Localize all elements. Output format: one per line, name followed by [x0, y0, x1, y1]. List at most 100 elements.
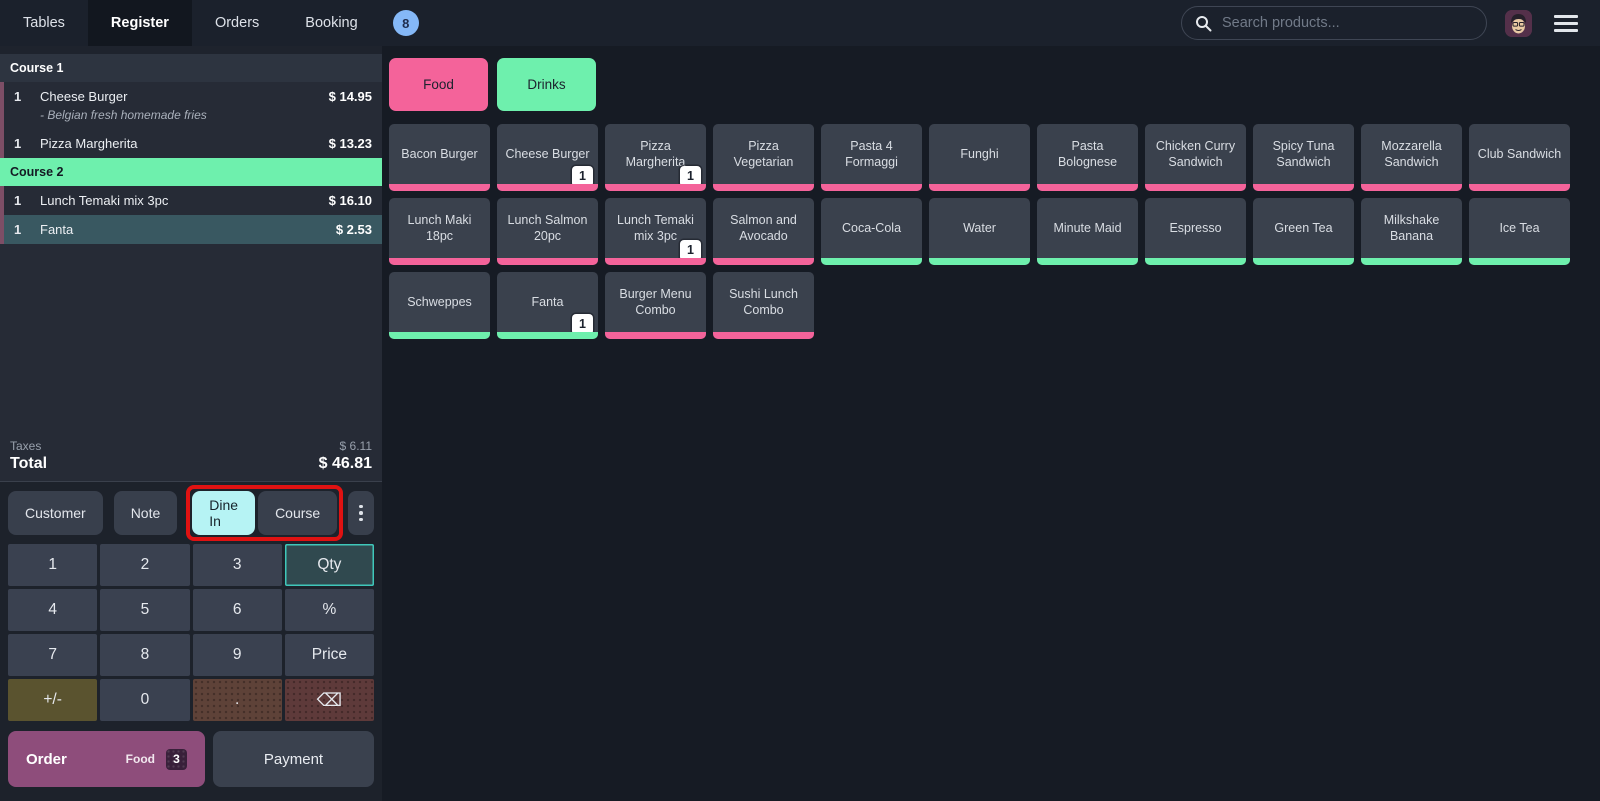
category-strip [605, 184, 706, 191]
product-tile[interactable]: Coca-Cola [821, 198, 922, 265]
tab-booking[interactable]: Booking [305, 15, 358, 31]
product-name: Pasta Bolognese [1057, 138, 1118, 169]
product-name: Minute Maid [1053, 220, 1122, 235]
product-tile[interactable]: Pizza Vegetarian [713, 124, 814, 191]
dine-in-button[interactable]: Dine In [192, 491, 256, 535]
customer-button[interactable]: Customer [8, 491, 103, 535]
order-line-name: Fanta [40, 222, 74, 237]
product-tile[interactable]: Chicken Curry Sandwich [1145, 124, 1246, 191]
product-tile[interactable]: Funghi [929, 124, 1030, 191]
numpad-key-5[interactable]: 5 [100, 589, 190, 631]
numpad-key-8[interactable]: 8 [100, 634, 190, 676]
order-line[interactable]: 1 Lunch Temaki mix 3pc $ 16.10 [4, 186, 382, 215]
product-tile[interactable]: Minute Maid [1037, 198, 1138, 265]
category-strip [389, 184, 490, 191]
note-button[interactable]: Note [113, 491, 178, 535]
product-tile[interactable]: Lunch Maki 18pc [389, 198, 490, 265]
course-2-lines: 1 Lunch Temaki mix 3pc $ 16.10 1 Fanta $… [0, 186, 382, 244]
numpad-key-9[interactable]: 9 [192, 634, 282, 676]
product-name: Pizza Vegetarian [733, 138, 794, 169]
numpad-key-0[interactable]: 0 [100, 679, 190, 721]
category-strip [821, 258, 922, 265]
numpad-key-2[interactable]: 2 [100, 544, 190, 586]
category-strip [1253, 258, 1354, 265]
product-tile[interactable]: Club Sandwich [1469, 124, 1570, 191]
payment-button[interactable]: Payment [213, 731, 374, 787]
kebab-icon [359, 504, 363, 509]
numpad-key-percent[interactable]: % [284, 589, 374, 631]
course-header[interactable]: Course 1 [0, 54, 382, 82]
category-strip [497, 258, 598, 265]
product-tile[interactable]: Sushi Lunch Combo [713, 272, 814, 339]
category-filters: Food Drinks [389, 58, 1600, 111]
order-line[interactable]: 1 Cheese Burger - Belgian fresh homemade… [4, 82, 382, 129]
product-name: Pasta 4 Formaggi [845, 138, 898, 169]
product-name: Sushi Lunch Combo [729, 286, 798, 317]
tab-tables[interactable]: Tables [23, 15, 65, 31]
booking-count-badge[interactable]: 8 [392, 10, 419, 36]
category-drinks-button[interactable]: Drinks [497, 58, 596, 111]
product-tile[interactable]: Spicy Tuna Sandwich [1253, 124, 1354, 191]
numpad-key-price[interactable]: Price [284, 634, 374, 676]
more-options-button[interactable] [348, 491, 374, 535]
product-tile[interactable]: Water [929, 198, 1030, 265]
product-name: Ice Tea [1499, 220, 1540, 235]
numpad-key-plus-minus[interactable]: +/- [8, 679, 98, 721]
numpad-key-decimal[interactable]: . [192, 679, 282, 721]
product-tile[interactable]: Lunch Salmon 20pc [497, 198, 598, 265]
order-line[interactable]: 1 Pizza Margherita $ 13.23 [4, 129, 382, 158]
search-input[interactable]: Search products... [1181, 6, 1487, 40]
order-line-note: - Belgian fresh homemade fries [40, 108, 207, 122]
product-tile[interactable]: Pasta 4 Formaggi [821, 124, 922, 191]
backspace-icon[interactable]: ⌫ [284, 679, 374, 721]
product-qty-badge: 1 [572, 166, 593, 187]
order-line-name: Lunch Temaki mix 3pc [40, 193, 169, 208]
order-line-price: $ 13.23 [328, 136, 372, 151]
order-line-selected[interactable]: 1 Fanta $ 2.53 [4, 215, 382, 244]
product-name: Cheese Burger [505, 146, 590, 161]
product-tile[interactable]: Schweppes [389, 272, 490, 339]
product-tile[interactable]: Green Tea [1253, 198, 1354, 265]
tab-register[interactable]: Register [87, 0, 192, 46]
taxes-label: Taxes [10, 439, 42, 453]
product-tile[interactable]: Espresso [1145, 198, 1246, 265]
total-value: $ 46.81 [318, 455, 372, 472]
product-tile[interactable]: Salmon and Avocado [713, 198, 814, 265]
order-line-qty: 1 [14, 89, 22, 104]
product-qty-badge: 1 [572, 314, 593, 335]
product-tile[interactable]: Mozzarella Sandwich [1361, 124, 1462, 191]
product-tile[interactable]: Pasta Bolognese [1037, 124, 1138, 191]
product-tile[interactable]: Burger Menu Combo [605, 272, 706, 339]
numpad-key-1[interactable]: 1 [8, 544, 98, 586]
category-strip [389, 332, 490, 339]
category-food-button[interactable]: Food [389, 58, 488, 111]
course-header-selected[interactable]: Course 2 [0, 158, 382, 186]
order-list-empty-space [0, 244, 382, 435]
user-avatar[interactable] [1505, 9, 1532, 37]
search-icon [1195, 15, 1212, 32]
category-strip [497, 184, 598, 191]
numpad-key-6[interactable]: 6 [192, 589, 282, 631]
product-name: Chicken Curry Sandwich [1155, 138, 1236, 169]
numpad-key-qty[interactable]: Qty [284, 544, 374, 586]
order-line-qty: 1 [14, 222, 22, 237]
course-button[interactable]: Course [258, 491, 338, 535]
category-strip [1145, 184, 1246, 191]
tab-orders[interactable]: Orders [214, 15, 260, 31]
product-name: Milkshake Banana [1383, 212, 1440, 243]
menu-icon[interactable] [1554, 14, 1578, 32]
numpad-key-7[interactable]: 7 [8, 634, 98, 676]
product-qty-badge: 1 [680, 166, 701, 187]
numpad-key-3[interactable]: 3 [192, 544, 282, 586]
numpad-key-4[interactable]: 4 [8, 589, 98, 631]
product-name: Water [963, 220, 996, 235]
product-tile[interactable]: Cheese Burger 1 [497, 124, 598, 191]
product-tile[interactable]: Milkshake Banana [1361, 198, 1462, 265]
order-button[interactable]: Order Food 3 [8, 731, 205, 787]
product-tile[interactable]: Bacon Burger [389, 124, 490, 191]
product-tile[interactable]: Ice Tea [1469, 198, 1570, 265]
category-strip [713, 184, 814, 191]
